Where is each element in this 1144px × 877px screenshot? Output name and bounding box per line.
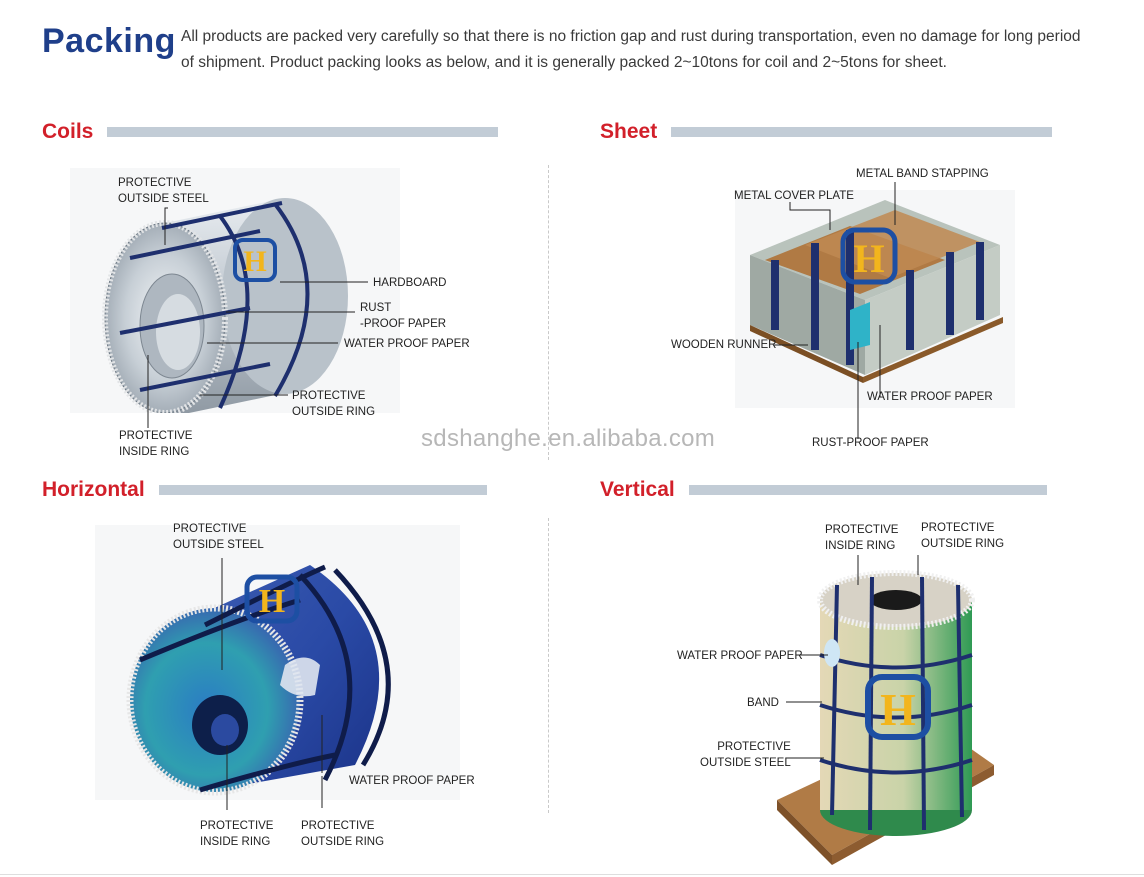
brand-logo-icon: H [244,574,300,624]
vertical-illustration: H [777,570,994,865]
section-header-vertical: Vertical [600,478,1047,502]
sheet-label-rust-proof: RUST-PROOF PAPER [812,437,929,449]
sheet-leader-lines [774,182,896,439]
sheet-label-metal-cover: METAL COVER PLATE [734,190,854,202]
section-title-coils: Coils [42,120,94,143]
svg-text:H: H [880,684,916,735]
sheet-label-water-proof: WATER PROOF PAPER [867,391,993,403]
vertical-label-water-proof: WATER PROOF PAPER [677,650,803,662]
section-bar [107,127,499,137]
intro-text: All products are packed very carefully s… [181,28,1081,71]
section-header-coils: Coils [42,120,499,144]
watermark-text: sdshanghe.en.alibaba.com [421,425,716,452]
coils-leader-lines [147,207,368,428]
coils-label-water-proof: WATER PROOF PAPER [344,338,470,350]
sheet-label-metal-band: METAL BAND STAPPING [856,168,989,180]
brand-logo-icon: H [865,674,931,740]
section-title-sheet: Sheet [600,120,658,143]
bottom-divider [0,874,1144,875]
section-bar [671,127,1053,137]
vertical-label-band: BAND [747,697,779,709]
section-bar [688,485,1047,495]
horizontal-label-water-proof: WATER PROOF PAPER [349,775,475,787]
column-divider [548,518,549,813]
svg-text:H: H [853,236,884,281]
vertical-leader-lines [786,555,919,759]
horizontal-illustration: H [95,525,460,800]
section-bar [158,485,487,495]
section-title-vertical: Vertical [600,478,675,501]
coils-label-rust-proof: RUST-PROOF PAPER [360,302,447,330]
svg-text:H: H [243,245,266,278]
brand-logo-icon: H [233,238,277,282]
brand-logo-icon: H [840,227,898,285]
svg-text:H: H [259,583,285,620]
sheet-label-wooden-runner: WOODEN RUNNER [671,339,777,351]
column-divider [548,165,549,460]
sheet-illustration: H [735,190,1015,408]
page-title: Packing [42,22,176,60]
horizontal-leader-lines [221,558,323,810]
section-title-horizontal: Horizontal [42,478,145,501]
section-header-horizontal: Horizontal [42,478,487,502]
section-header-sheet: Sheet [600,120,1053,144]
coils-label-hardboard: HARDBOARD [373,277,447,289]
